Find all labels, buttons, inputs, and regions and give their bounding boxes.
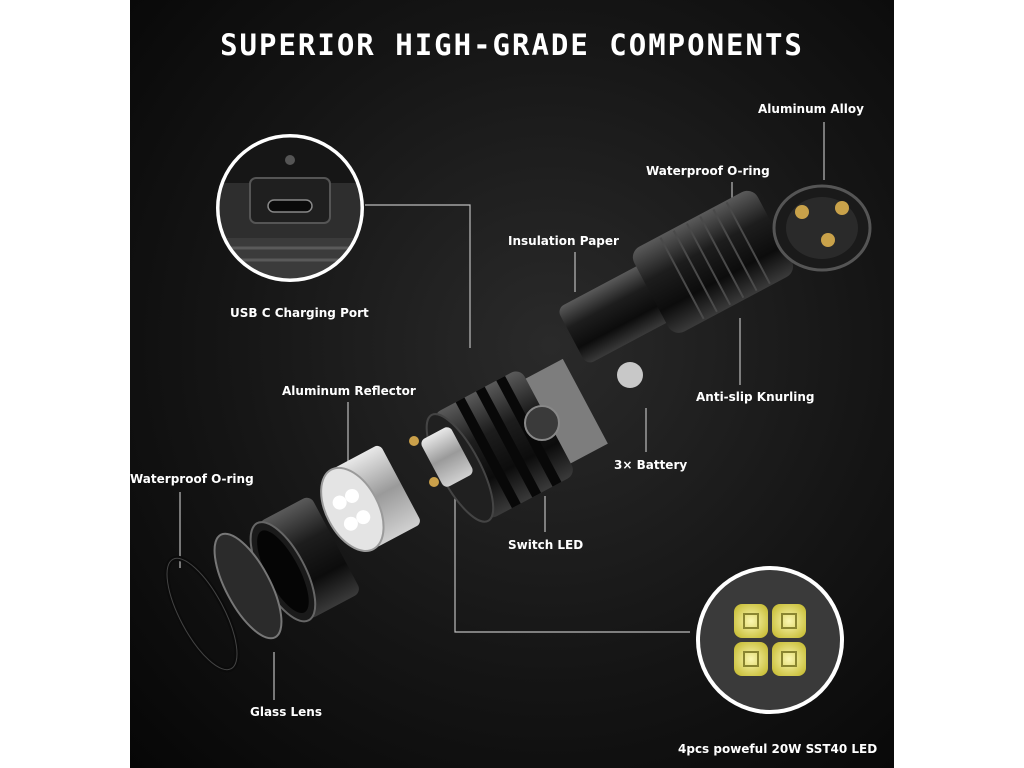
label-insulation-paper: Insulation Paper [508, 234, 619, 248]
bezel [249, 497, 359, 623]
usb-c-zoom [216, 134, 364, 282]
label-led: 4pcs poweful 20W SST40 LED [678, 742, 878, 756]
glass-lens-shape [213, 532, 283, 640]
label-anti-slip-knurling: Anti-slip Knurling [696, 390, 815, 404]
label-switch-led: Switch LED [508, 538, 584, 552]
label-aluminum-reflector: Aluminum Reflector [282, 384, 416, 398]
flashlight-exploded-illustration [164, 122, 872, 714]
switch-button [524, 405, 560, 441]
leader-lines [179, 122, 825, 700]
battery-cap [617, 362, 643, 388]
label-usb-c-port: USB C Charging Port [230, 306, 369, 320]
label-battery: 3× Battery [614, 458, 688, 472]
page-title: SUPERIOR HIGH-GRADE COMPONENTS [220, 28, 804, 62]
label-aluminum-alloy: Aluminum Alloy [758, 102, 864, 116]
reflector [320, 445, 420, 552]
label-waterproof-oring-left: Waterproof O-ring [130, 472, 254, 486]
led-board [409, 427, 473, 487]
tail-assembly [559, 190, 794, 363]
led-zoom [696, 566, 844, 714]
label-waterproof-oring-top: Waterproof O-ring [646, 164, 770, 178]
tail-cap [772, 184, 872, 272]
label-glass-lens: Glass Lens [250, 705, 322, 719]
oring-highlight [166, 557, 238, 671]
product-panel: SUPERIOR HIGH-GRADE COMPONENTS Aluminum … [130, 0, 894, 768]
